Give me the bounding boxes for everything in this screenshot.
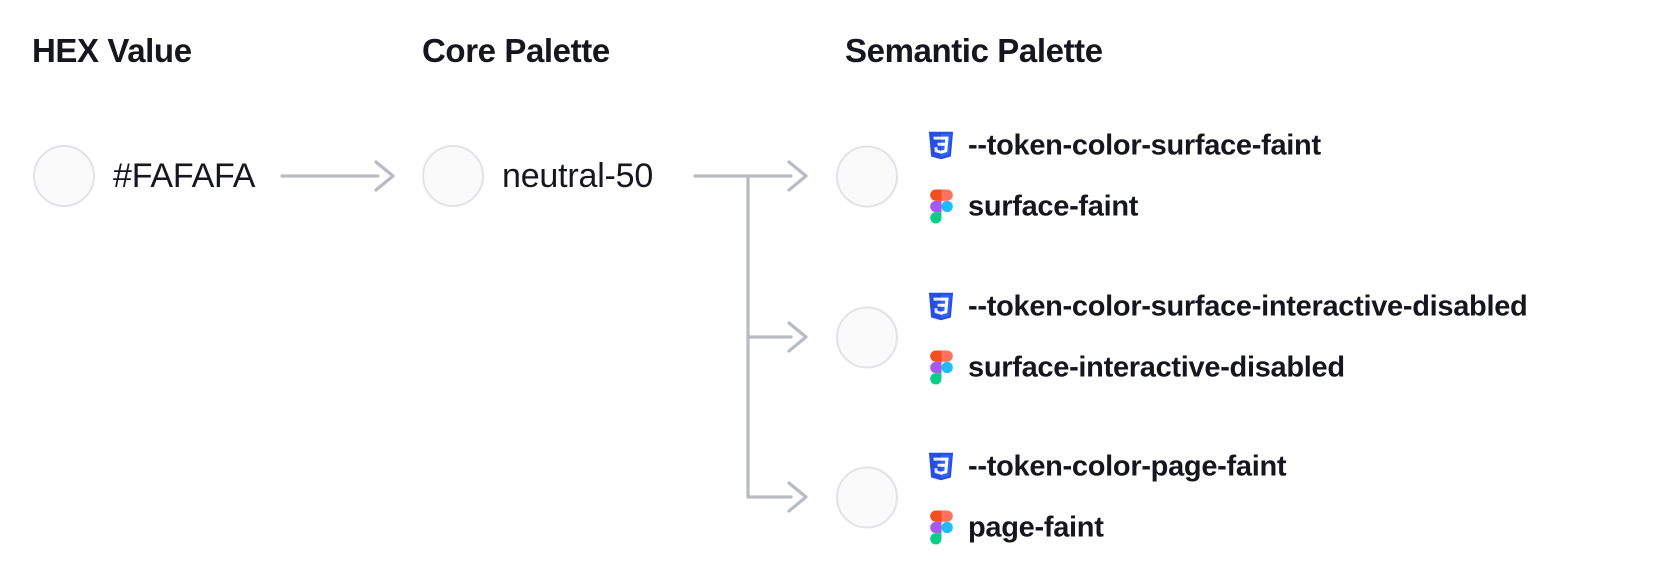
- column-header-core-palette: Core Palette: [422, 32, 610, 69]
- semantic-token-entry: --token-color-page-faint page-faint: [836, 448, 1287, 547]
- semantic-token-lines: --token-color-page-faint page-faint: [927, 448, 1287, 547]
- semantic-color-swatch: [836, 306, 898, 368]
- semantic-color-swatch: [836, 466, 898, 528]
- css3-badge-icon: [927, 290, 955, 324]
- core-palette-label: neutral-50: [502, 156, 654, 195]
- semantic-token-entry: --token-color-surface-interactive-disabl…: [836, 288, 1528, 387]
- css-token-line: --token-color-page-faint: [927, 448, 1287, 486]
- css3-badge-icon: [927, 450, 955, 484]
- css-token-name: --token-color-page-faint: [968, 450, 1287, 482]
- figma-token-line: surface-interactive-disabled: [927, 349, 1527, 387]
- css-token-line: --token-color-surface-interactive-disabl…: [927, 288, 1528, 326]
- column-header-hex-value: HEX Value: [32, 32, 192, 69]
- css-token-name: --token-color-surface-interactive-disabl…: [968, 290, 1528, 322]
- figma-logo-icon: [927, 510, 955, 545]
- hex-value-label: #FAFAFA: [113, 156, 256, 195]
- figma-token-name: surface-faint: [968, 190, 1139, 222]
- core-to-semantic-branch: [693, 160, 808, 513]
- figma-token-line: page-faint: [927, 509, 1286, 547]
- figma-token-line: surface-faint: [927, 188, 1321, 226]
- figma-token-name: surface-interactive-disabled: [968, 351, 1345, 383]
- hex-value-node: #FAFAFA: [33, 145, 255, 207]
- css-token-name: --token-color-surface-faint: [968, 129, 1321, 161]
- hex-color-swatch: [33, 145, 95, 207]
- semantic-color-swatch: [836, 145, 898, 207]
- css-token-line: --token-color-surface-faint: [927, 127, 1321, 165]
- semantic-token-lines: --token-color-surface-faint surface-fain…: [927, 127, 1321, 226]
- figma-token-name: page-faint: [968, 511, 1104, 543]
- css3-badge-icon: [927, 129, 955, 163]
- figma-logo-icon: [927, 350, 955, 385]
- semantic-token-lines: --token-color-surface-interactive-disabl…: [927, 288, 1528, 387]
- figma-logo-icon: [927, 189, 955, 224]
- semantic-token-entry: --token-color-surface-faint surface-fain…: [836, 127, 1321, 226]
- core-color-swatch: [422, 145, 484, 207]
- hex-to-core-arrow: [280, 160, 395, 192]
- core-palette-node: neutral-50: [422, 145, 653, 207]
- column-header-semantic-palette: Semantic Palette: [845, 32, 1103, 69]
